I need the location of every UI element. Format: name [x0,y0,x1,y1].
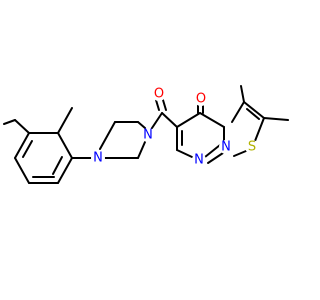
nitrogen-label: N [221,140,231,155]
thiazole-methyl-bond-top [240,85,245,103]
methyl-bond-ortho [57,107,73,134]
atom-label-sulfur: S [245,140,259,155]
nitrogen-label: N [143,128,153,143]
carbonyl-double-bond-b [162,99,167,111]
piperazine-ring [99,121,146,159]
pyrimidinone-ring [176,112,225,164]
nitrogen-label: N [93,151,103,166]
nitrogen-label: N [194,153,204,168]
methyl-bond-meta [14,119,30,134]
n-carbonyl-bond [151,112,163,129]
atom-label-ketone-oxygen: O [194,92,208,107]
atom-label-piperazine-n-left: N [91,151,105,166]
sulfur-label: S [248,140,256,155]
thiazole-ring [231,101,265,157]
thiazole-methyl-bond-right [263,117,289,121]
carbonyl-double-bond-a [155,99,160,111]
atom-label-carbonyl-oxygen: O [152,87,166,102]
benzene-ring [14,132,73,184]
oxygen-label: O [154,87,164,102]
methyl-bond-meta-end [3,119,16,125]
atom-label-piperazine-n-right: N [141,128,155,143]
molecule-structure: O O N N N N S [3,85,289,184]
atom-label-fused-n: N [219,140,233,155]
carbonyl-ring-bond [161,112,178,128]
atom-label-ring-n-bottom: N [192,153,206,168]
oxygen-label: O [196,92,206,107]
